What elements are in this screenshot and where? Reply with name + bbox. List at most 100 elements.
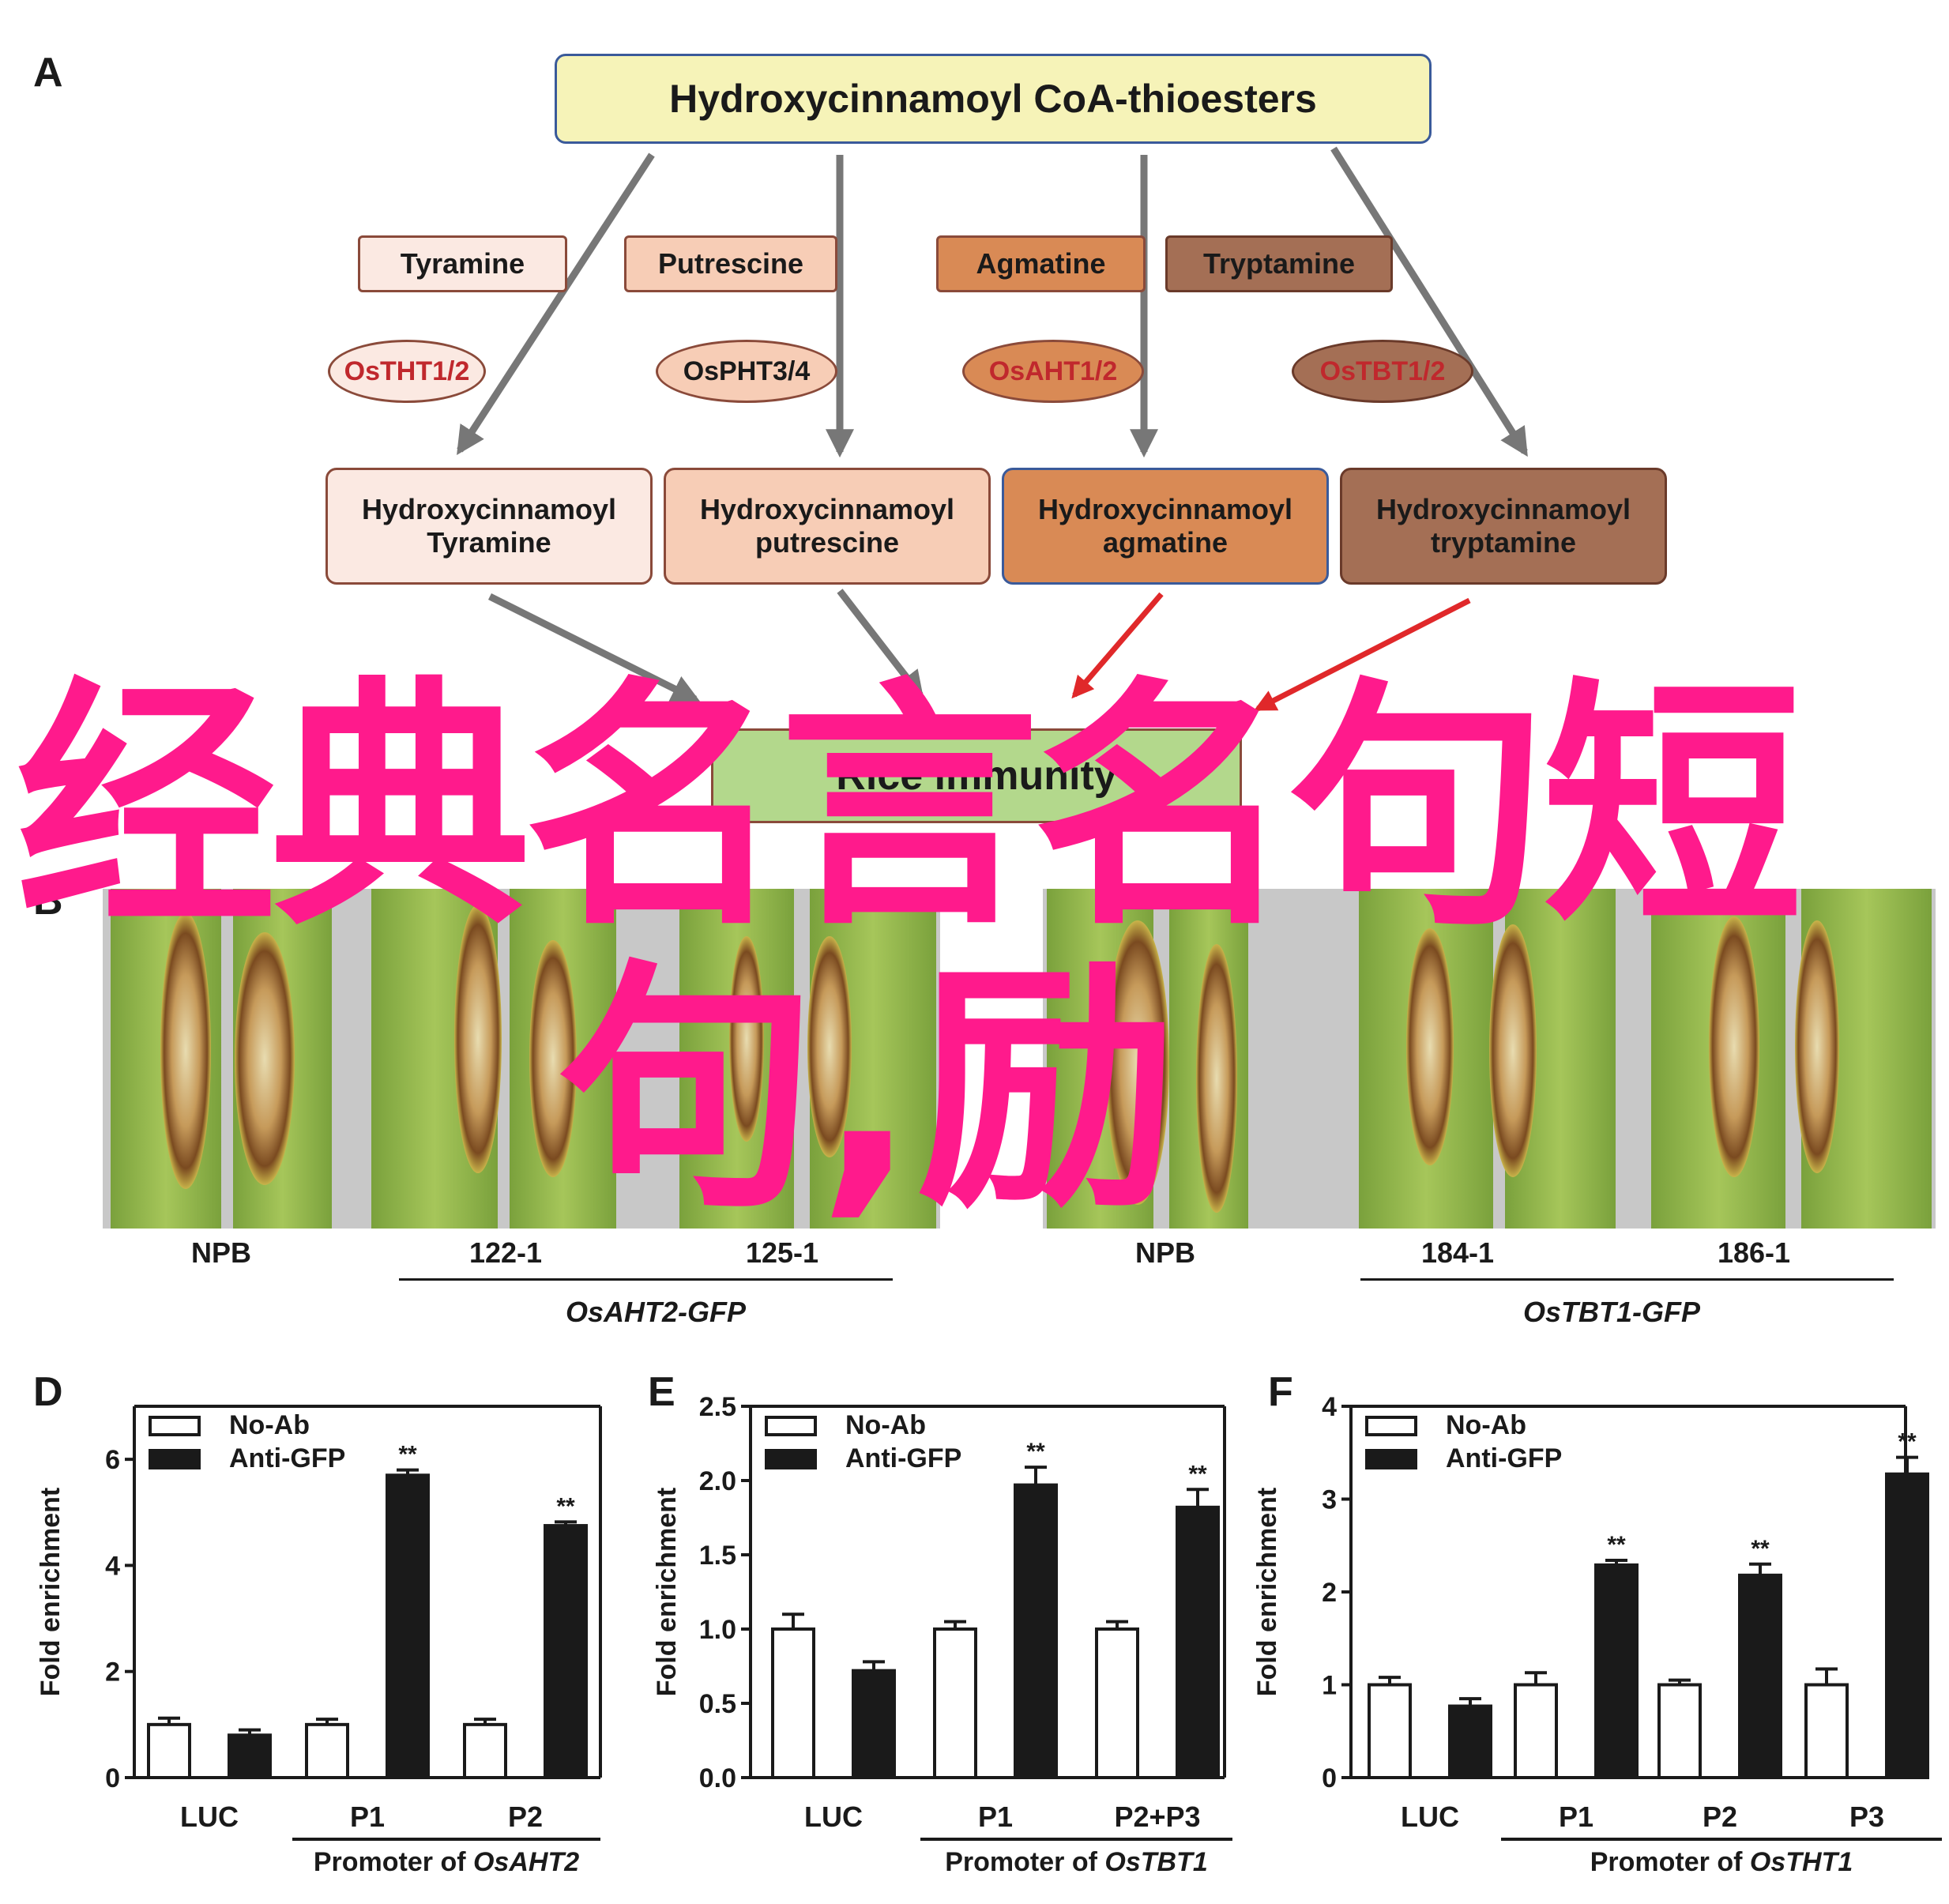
legend-label: Anti-GFP: [229, 1443, 345, 1473]
category-label: P1: [1559, 1801, 1593, 1833]
significance-mark: **: [1607, 1532, 1626, 1558]
bar-no-ab: [147, 1722, 191, 1780]
legend-label: No-Ab: [229, 1410, 310, 1440]
bar-anti-gfp: [1594, 1563, 1639, 1779]
significance-mark: **: [398, 1442, 417, 1468]
y-tick-label: 0: [105, 1763, 120, 1793]
category-label: LUC: [804, 1801, 863, 1833]
arrow-tyramine-to-immunity: [487, 593, 701, 703]
bar-anti-gfp: [1014, 1483, 1058, 1779]
y-tick-label: 4: [1322, 1392, 1337, 1422]
arrow-coa-to-tryptamine: [1330, 146, 1528, 457]
label-b-122-1: 122-1: [468, 1236, 543, 1269]
label-c-186-1: 186-1: [1717, 1236, 1791, 1269]
category-label: LUC: [180, 1801, 239, 1833]
category-label: P1: [350, 1801, 385, 1833]
bar-no-ab: [1804, 1683, 1849, 1779]
category-label: P2+P3: [1114, 1801, 1200, 1833]
group-label-c: OsTBT1-GFP: [1522, 1296, 1700, 1328]
leaf-photos: [103, 889, 1936, 1229]
arrow-putrescine-to-immunity: [837, 589, 924, 700]
category-label: P3: [1849, 1801, 1884, 1833]
category-label: P2: [1703, 1801, 1737, 1833]
y-tick-label: 2.5: [699, 1392, 736, 1422]
label-c-npb: NPB: [1134, 1236, 1195, 1269]
bar-no-ab: [1368, 1683, 1412, 1779]
bar-no-ab: [463, 1722, 507, 1780]
enzyme-ostht: OsTHT1/2: [328, 340, 486, 403]
legend-swatch: [765, 1449, 817, 1469]
panel-c-letter: C: [964, 878, 994, 924]
bar-anti-gfp: [1448, 1704, 1492, 1779]
leaf-group-b: [111, 889, 936, 1229]
panel-b-letter: B: [33, 878, 63, 924]
group-line-b: [399, 1278, 893, 1281]
category-label: P1: [978, 1801, 1013, 1833]
y-axis-label: Fold enrichment: [36, 1488, 66, 1696]
significance-mark: **: [556, 1493, 575, 1519]
y-tick-label: 2: [105, 1658, 120, 1688]
panel-d-letter: D: [33, 1369, 63, 1415]
bar-anti-gfp: [852, 1669, 896, 1780]
group-label-b: OsAHT2-GFP: [565, 1296, 747, 1328]
group-line-c: [1360, 1278, 1894, 1281]
y-tick-label: 1.5: [699, 1541, 736, 1571]
y-tick-label: 4: [105, 1551, 120, 1581]
label-b-125-1: 125-1: [745, 1236, 819, 1269]
coa-thioester-box: Hydroxycinnamoyl CoA-thioesters: [555, 54, 1432, 144]
substrate-putrescine: Putrescine: [624, 235, 837, 292]
label-b-npb: NPB: [190, 1236, 251, 1269]
enzyme-ostbt: OsTBT1/2: [1292, 340, 1473, 403]
panel-a-letter: A: [33, 50, 63, 96]
panel-e-letter: E: [648, 1369, 675, 1415]
y-tick-label: 3: [1322, 1485, 1337, 1515]
bar-anti-gfp: [544, 1524, 588, 1779]
legend-label: Anti-GFP: [845, 1443, 961, 1473]
panel-a-arrows: [457, 146, 1528, 712]
promoter-group-label: Promoter of OsTHT1: [1590, 1847, 1853, 1877]
legend-swatch: [149, 1416, 201, 1436]
y-tick-label: 0: [1322, 1763, 1337, 1793]
legend-label: No-Ab: [845, 1410, 926, 1440]
legend-swatch: [1365, 1449, 1417, 1469]
substrate-agmatine: Agmatine: [936, 235, 1146, 292]
y-tick-label: 0.5: [699, 1689, 736, 1719]
bar-no-ab: [1095, 1627, 1139, 1779]
significance-mark: **: [1026, 1439, 1045, 1465]
y-tick-label: 2.0: [699, 1466, 736, 1496]
bar-anti-gfp: [1885, 1472, 1929, 1779]
promoter-group-label: Promoter of OsAHT2: [314, 1847, 579, 1877]
enzyme-ospht: OsPHT3/4: [656, 340, 837, 403]
significance-mark: **: [1188, 1461, 1207, 1487]
y-tick-label: 1.0: [699, 1615, 736, 1645]
arrow-tryptamine-to-immunity: [1254, 597, 1471, 712]
y-tick-label: 1: [1322, 1671, 1337, 1701]
substrate-tyramine: Tyramine: [358, 235, 567, 292]
bar-anti-gfp: [228, 1733, 272, 1779]
significance-mark: **: [1898, 1429, 1917, 1455]
bar-anti-gfp: [1176, 1505, 1220, 1779]
category-label: LUC: [1401, 1801, 1459, 1833]
y-axis-label: Fold enrichment: [652, 1488, 682, 1696]
significance-mark: **: [1751, 1536, 1770, 1562]
enzyme-osaht: OsAHT1/2: [962, 340, 1144, 403]
legend-swatch: [765, 1416, 817, 1436]
overlay-text-line2: 句,励: [557, 939, 1178, 1242]
legend-swatch: [1365, 1416, 1417, 1436]
legend-label: No-Ab: [1446, 1410, 1526, 1440]
y-axis-label: Fold enrichment: [1252, 1488, 1282, 1696]
promoter-group-label: Promoter of OsTBT1: [945, 1847, 1207, 1877]
label-c-184-1: 184-1: [1420, 1236, 1495, 1269]
y-tick-label: 2: [1322, 1578, 1337, 1608]
category-label: P2: [508, 1801, 543, 1833]
panel-f-letter: F: [1268, 1369, 1293, 1415]
bar-no-ab: [1514, 1683, 1558, 1779]
y-tick-label: 6: [105, 1445, 120, 1475]
bar-no-ab: [771, 1627, 815, 1779]
overlay-text-line1: 经典名言名句短: [16, 657, 1803, 960]
